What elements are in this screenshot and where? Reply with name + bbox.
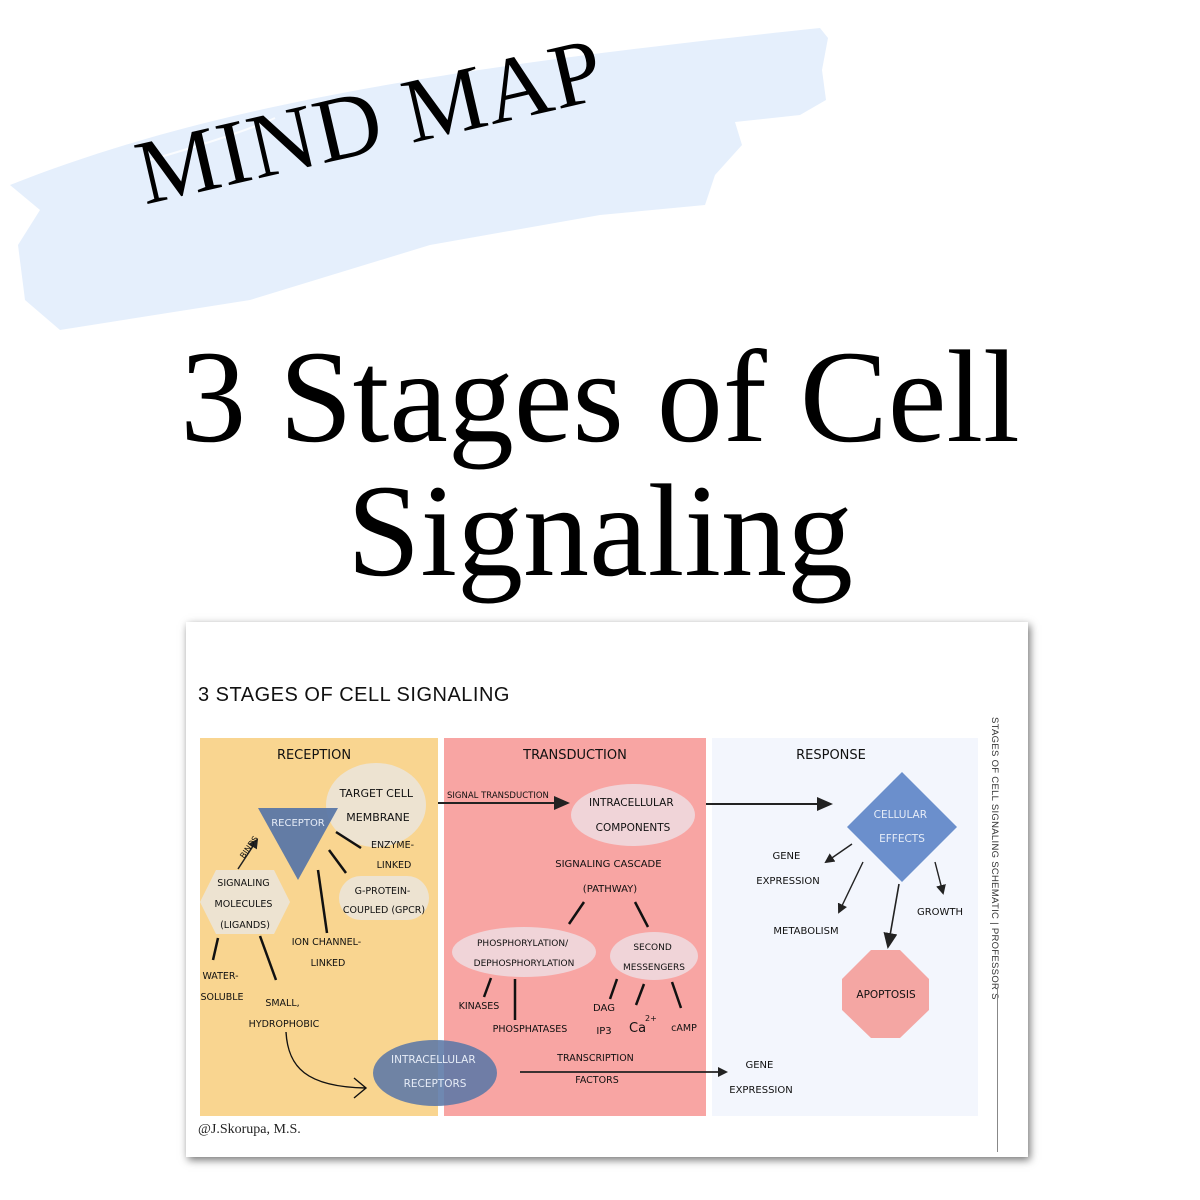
target-cell-label: TARGET CELL MEMBRANE — [338, 787, 416, 824]
calcium-charge-label: 2+ — [645, 1014, 657, 1023]
apoptosis-arrow — [883, 883, 900, 949]
receptor-triangle — [258, 808, 338, 880]
ion-channel-link-line — [316, 869, 329, 934]
ip3-label: IP3 — [596, 1026, 611, 1037]
title-line-1: 3 Stages of Cell — [180, 323, 1020, 470]
brush-stroke-banner — [10, 28, 828, 330]
camp-label: cAMP — [671, 1023, 697, 1034]
transcription-factors-label: TRANSCRIPTION FACTORS — [556, 1053, 637, 1086]
target-cell-membrane-shape — [326, 763, 426, 847]
gpcr-link-line — [327, 849, 348, 874]
ion-channel-label: ION CHANNEL- LINKED — [292, 937, 364, 969]
phosphorylation-shape — [452, 927, 596, 977]
second-messengers-label: SECOND MESSENGERS — [623, 943, 685, 973]
growth-label: GROWTH — [917, 907, 963, 918]
enzyme-linked-label: ENZYME- LINKED — [371, 840, 417, 871]
kinases-label: KINASES — [459, 1001, 500, 1012]
title-line-2: Signaling — [346, 457, 854, 604]
signaling-molecules-label: SIGNALING MOLECULES (LIGANDS) — [215, 878, 276, 931]
page-title: 3 Stages of Cell Signaling — [0, 330, 1200, 598]
phosphorylation-label: PHOSPHORYLATION/ DEPHOSPHORYLATION — [474, 939, 575, 969]
receptor-label: RECEPTOR — [271, 818, 325, 829]
second-messengers-shape — [610, 932, 698, 980]
intracellular-components-label: INTRACELLULAR COMPONENTS — [589, 797, 677, 834]
transduction-heading: TRANSDUCTION — [522, 748, 627, 763]
hydrophobic-line — [258, 935, 278, 981]
enzyme-link-line — [335, 830, 362, 850]
cascade-right-line — [633, 901, 650, 928]
ca-line — [634, 983, 646, 1006]
dag-line — [608, 978, 619, 1000]
calcium-label: Ca — [629, 1021, 646, 1036]
apoptosis-label: APOPTOSIS — [856, 989, 916, 1001]
water-soluble-label: WATER- SOLUBLE — [200, 971, 243, 1003]
water-soluble-line — [211, 937, 220, 961]
hydrophobic-curve-arrow — [285, 1031, 367, 1089]
camp-line — [670, 981, 683, 1009]
signaling-molecules-shape — [200, 870, 290, 934]
diagram-card: 3 STAGES OF CELL SIGNALING RECEPTION TRA… — [186, 622, 1028, 1157]
metabolism-arrow — [837, 861, 864, 914]
cellular-effects-label: CELLULAR EFFECTS — [874, 809, 931, 845]
gpcr-label: G-PROTEIN- COUPLED (GPCR) — [343, 886, 425, 916]
intracellular-receptors-shape — [373, 1040, 497, 1106]
side-caption: STAGES OF CELL SIGNALING SCHEMATIC | PRO… — [989, 717, 1000, 1000]
phosphatases-label: PHOSPHATASES — [493, 1024, 568, 1035]
cascade-left-line — [567, 901, 586, 925]
diagram-title: 3 STAGES OF CELL SIGNALING — [198, 684, 510, 706]
credit-label: @J.Skorupa, M.S. — [198, 1122, 301, 1137]
intracellular-components-shape — [571, 784, 695, 846]
binds-arrow — [237, 838, 259, 870]
reception-heading: RECEPTION — [277, 748, 351, 763]
metabolism-label: METABOLISM — [773, 926, 838, 937]
cell-signaling-diagram: RECEPTION TRANSDUCTION RESPONSE TARGET C… — [200, 738, 978, 1116]
kinases-line — [482, 977, 493, 998]
apoptosis-octagon — [842, 950, 929, 1038]
intracellular-receptors-label: INTRACELLULAR RECEPTORS — [391, 1054, 479, 1090]
side-divider — [997, 987, 998, 1152]
response-panel — [712, 738, 978, 1116]
growth-arrow — [934, 861, 946, 895]
signal-transduction-label: SIGNAL TRANSDUCTION — [447, 791, 549, 801]
gene-expression-arrow — [824, 843, 853, 864]
signaling-cascade-label: SIGNALING CASCADE (PATHWAY) — [555, 859, 665, 895]
gene-expression-top-label: GENE EXPRESSION — [756, 851, 819, 887]
dag-label: DAG — [593, 1003, 615, 1014]
response-heading: RESPONSE — [796, 748, 866, 763]
hydrophobic-label: SMALL, HYDROPHOBIC — [249, 998, 320, 1030]
gpcr-shape — [339, 876, 429, 920]
hydrophobic-arrowhead — [353, 1077, 368, 1099]
cellular-effects-diamond — [847, 772, 957, 882]
gene-expression-bottom-label: GENE EXPRESSION — [729, 1060, 792, 1096]
